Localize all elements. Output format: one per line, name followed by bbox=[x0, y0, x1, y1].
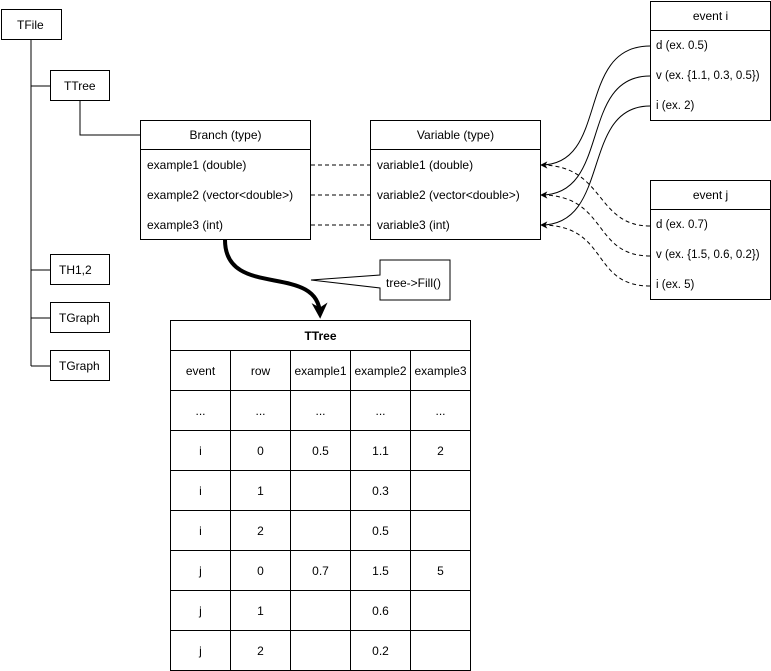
event-i-title: event i bbox=[651, 2, 770, 31]
event-j-box: event j d (ex. 0.7) v (ex. {1.5, 0.6, 0.… bbox=[650, 180, 771, 300]
arrow-event-j-d bbox=[540, 161, 651, 227]
ttree-node: TTree bbox=[50, 70, 110, 101]
table-title: TTree bbox=[170, 320, 471, 351]
branch-row: example2 (vector<double>) bbox=[147, 188, 294, 202]
th-node: TH1,2 bbox=[50, 254, 110, 285]
table-row: i 2 0.5 bbox=[170, 510, 471, 551]
ttree-table: TTree event row example1 example2 exampl… bbox=[170, 320, 471, 671]
arrow-event-i-d bbox=[540, 45, 651, 169]
callout-text: tree->Fill() bbox=[386, 276, 442, 290]
event-j-title: event j bbox=[651, 181, 770, 210]
table-cell: ... bbox=[170, 390, 231, 431]
table-cell bbox=[290, 590, 351, 631]
branch-title: Branch (type) bbox=[141, 121, 310, 150]
table-cell: ... bbox=[230, 390, 291, 431]
column-header: example3 bbox=[410, 350, 471, 391]
table-cell: 2 bbox=[230, 510, 291, 551]
table-cell: 0.5 bbox=[290, 430, 351, 471]
variable-row: variable2 (vector<double>) bbox=[377, 188, 520, 202]
event-i-box: event i d (ex. 0.5) v (ex. {1.1, 0.3, 0.… bbox=[650, 1, 771, 121]
table-row: i 0 0.5 1.1 2 bbox=[170, 430, 471, 471]
table-cell: 1 bbox=[230, 470, 291, 511]
table-cell: 1.1 bbox=[350, 430, 411, 471]
event-j-row: d (ex. 0.7) bbox=[656, 219, 708, 231]
branch-row: example3 (int) bbox=[147, 218, 224, 232]
branch-row: example1 (double) bbox=[147, 158, 247, 172]
table-cell: j bbox=[170, 590, 231, 631]
table-cell bbox=[410, 510, 471, 551]
table-cell bbox=[410, 590, 471, 631]
table-cell bbox=[290, 470, 351, 511]
table-cell: 0 bbox=[230, 430, 291, 471]
column-header: example2 bbox=[350, 350, 411, 391]
table-cell: i bbox=[170, 430, 231, 471]
arrow-event-i-i bbox=[540, 105, 651, 229]
table-row: i 1 0.3 bbox=[170, 470, 471, 511]
branch-box: Branch (type) example1 (double) example2… bbox=[140, 120, 311, 240]
column-header: row bbox=[230, 350, 291, 391]
table-row: j 0 0.7 1.5 5 bbox=[170, 550, 471, 591]
table-row: j 1 0.6 bbox=[170, 590, 471, 631]
table-row: j 2 0.2 bbox=[170, 630, 471, 671]
table-cell bbox=[290, 510, 351, 551]
variable-row: variable3 (int) bbox=[377, 218, 450, 232]
column-header: example1 bbox=[290, 350, 351, 391]
fill-arrow bbox=[223, 239, 328, 319]
table-cell: ... bbox=[410, 390, 471, 431]
arrow-event-i-v bbox=[540, 75, 651, 199]
table-title-row: TTree bbox=[170, 320, 471, 351]
event-i-row: v (ex. {1.1, 0.3, 0.5}) bbox=[656, 70, 760, 82]
event-j-row: i (ex. 5) bbox=[656, 279, 695, 291]
event-i-row: i (ex. 2) bbox=[656, 100, 695, 112]
table-cell: 2 bbox=[230, 630, 291, 671]
table-cell: 0.3 bbox=[350, 470, 411, 511]
table-cell: 0.6 bbox=[350, 590, 411, 631]
tgraph-node-2: TGraph bbox=[50, 350, 110, 381]
variable-box: Variable (type) variable1 (double) varia… bbox=[370, 120, 541, 240]
table-cell bbox=[410, 470, 471, 511]
table-cell bbox=[410, 630, 471, 671]
table-cell: 1.5 bbox=[350, 550, 411, 591]
table-cell: ... bbox=[290, 390, 351, 431]
table-cell: j bbox=[170, 630, 231, 671]
table-row: ... ... ... ... ... bbox=[170, 390, 471, 431]
column-header: event bbox=[170, 350, 231, 391]
table-cell bbox=[290, 630, 351, 671]
table-cell: 1 bbox=[230, 590, 291, 631]
table-cell: 5 bbox=[410, 550, 471, 591]
tfile-node: TFile bbox=[1, 9, 62, 40]
table-cell: 0.7 bbox=[290, 550, 351, 591]
table-cell: 0 bbox=[230, 550, 291, 591]
table-cell: i bbox=[170, 470, 231, 511]
callout-shape bbox=[310, 259, 451, 301]
event-j-row: v (ex. {1.5, 0.6, 0.2}) bbox=[656, 249, 760, 261]
arrow-event-j-v bbox=[540, 191, 651, 257]
table-cell: 2 bbox=[410, 430, 471, 471]
tgraph-node: TGraph bbox=[50, 302, 110, 333]
event-i-row: d (ex. 0.5) bbox=[656, 40, 708, 52]
ttree-to-branch-line bbox=[79, 101, 140, 136]
table-header-row: event row example1 example2 example3 bbox=[170, 350, 471, 391]
table-cell: ... bbox=[350, 390, 411, 431]
arrow-event-j-i bbox=[540, 221, 651, 287]
table-cell: 0.5 bbox=[350, 510, 411, 551]
table-cell: 0.2 bbox=[350, 630, 411, 671]
variable-row: variable1 (double) bbox=[377, 158, 474, 172]
variable-title: Variable (type) bbox=[371, 121, 540, 150]
table-cell: j bbox=[170, 550, 231, 591]
table-cell: i bbox=[170, 510, 231, 551]
